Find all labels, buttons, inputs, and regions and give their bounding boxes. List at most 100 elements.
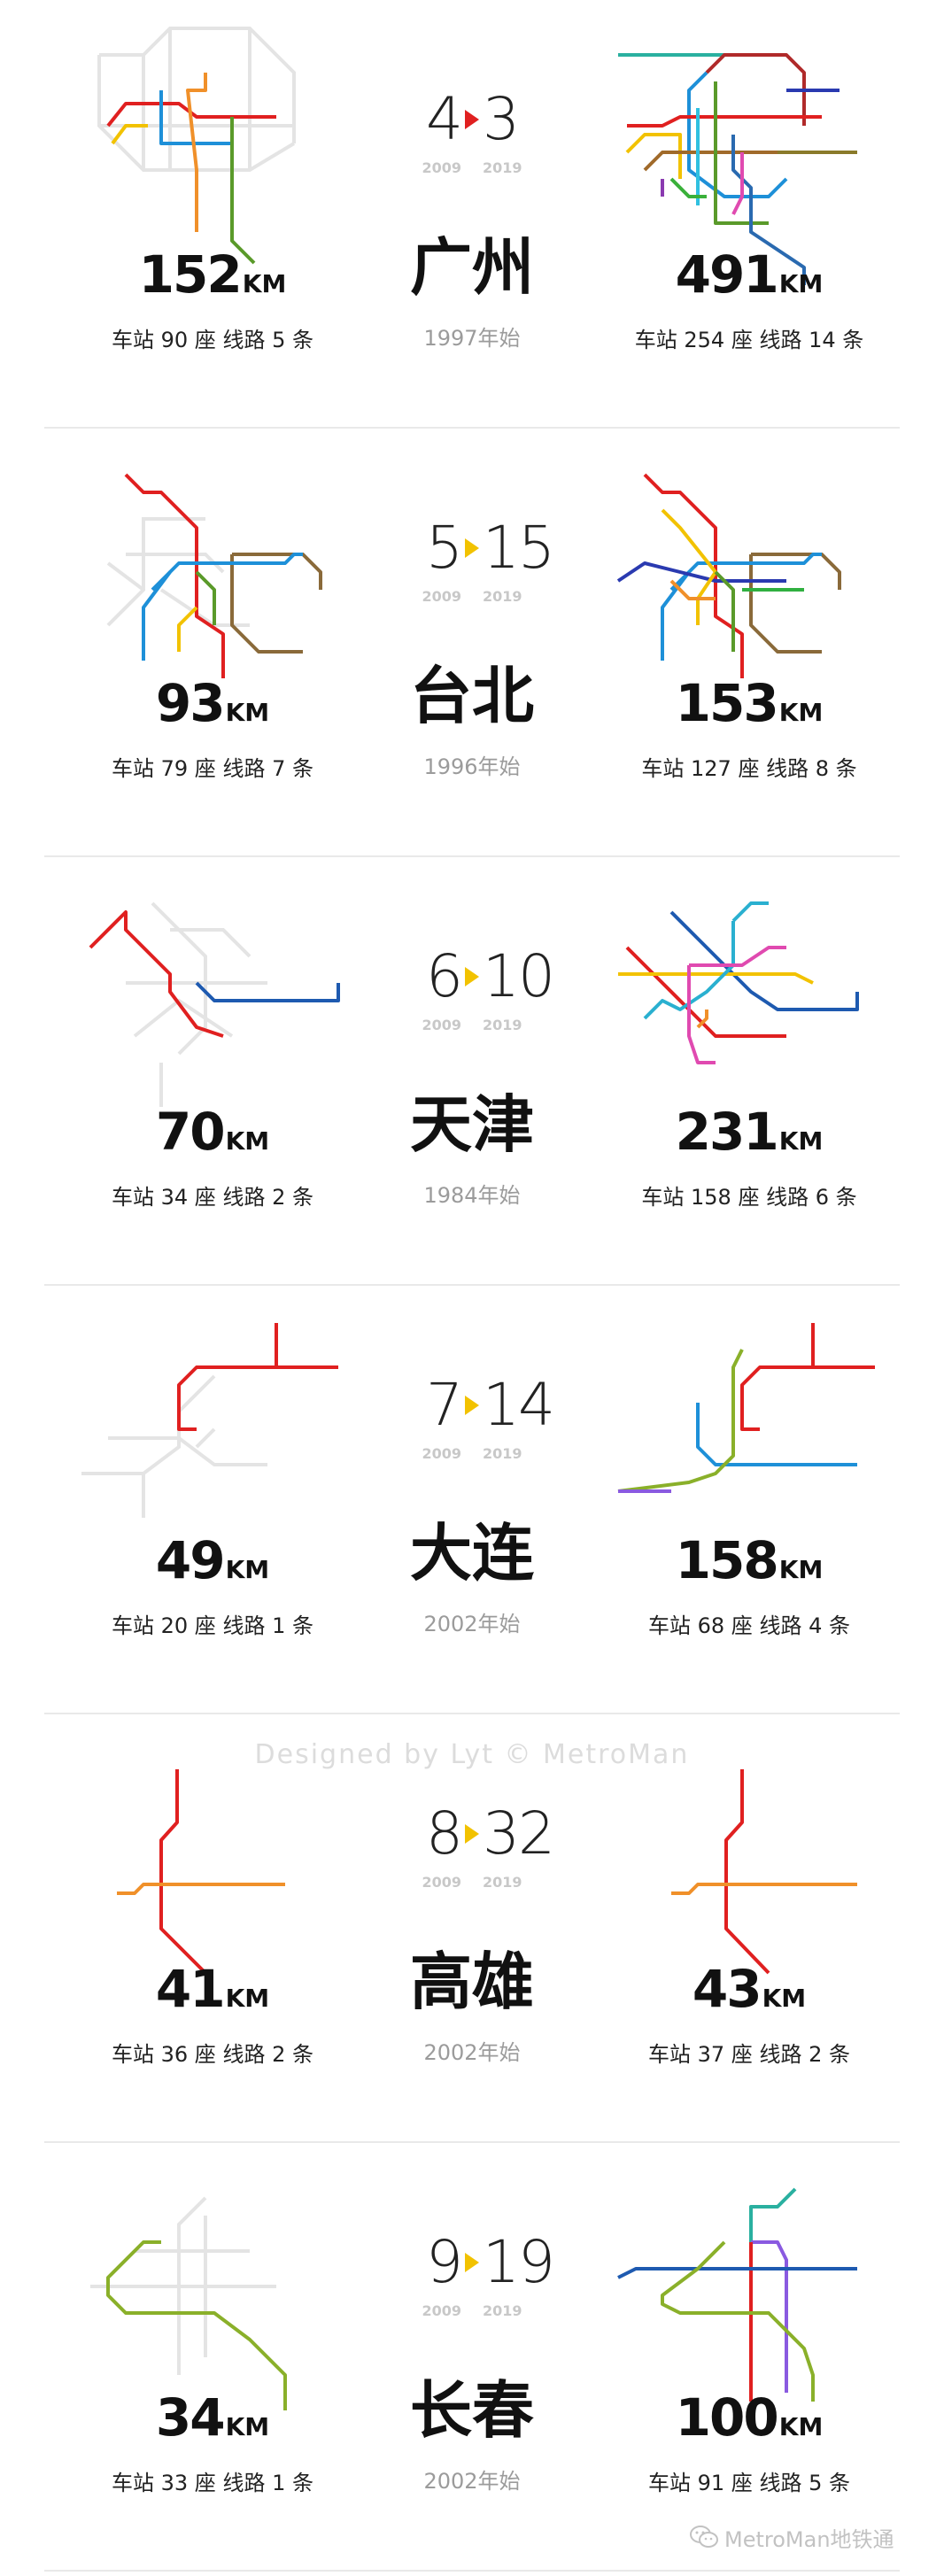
rank-change: 9 19 2009 2019	[383, 2228, 561, 2320]
year-2019-label: 2019	[483, 588, 522, 605]
length-2019: 153KM	[590, 673, 909, 733]
arrow-right-icon	[465, 1824, 479, 1844]
section-divider	[44, 2570, 900, 2572]
length-2019: 158KM	[590, 1530, 909, 1590]
rank-2019: 10	[483, 942, 555, 1010]
year-2009-label: 2009	[422, 1017, 461, 1033]
length-2009-value: 70	[155, 1102, 226, 1162]
rank-change: 6 10 2009 2019	[383, 942, 561, 1034]
stats-2019: 车站 37 座 线路 2 条	[648, 2042, 850, 2067]
city-name: 广州	[410, 231, 534, 304]
city-section-dalian: 7 14 2009 2019 大连 2002年始 49KM 车站 20 座 线路…	[0, 1286, 944, 1714]
opened-since: 2002年始	[423, 2040, 521, 2065]
opened-since: 1997年始	[423, 326, 521, 351]
city-name: 台北	[410, 660, 534, 732]
stats-2019: 车站 91 座 线路 5 条	[648, 2471, 850, 2495]
length-2019-value: 231	[675, 1102, 779, 1162]
rank-change: 7 14 2009 2019	[383, 1371, 561, 1463]
metro-map-2009	[90, 2196, 287, 2410]
stats-2009: 车站 36 座 线路 2 条	[112, 2042, 313, 2067]
metro-map-2019	[617, 1323, 875, 1493]
length-unit: KM	[225, 1555, 270, 1584]
year-2019-label: 2019	[483, 1017, 522, 1033]
stats-2009: 车站 20 座 线路 1 条	[112, 1613, 313, 1638]
length-2019-value: 100	[675, 2387, 779, 2448]
metro-map-2009	[106, 473, 322, 678]
section-divider	[44, 1713, 900, 1714]
length-2019: 43KM	[590, 1959, 909, 2019]
length-2009: 70KM	[53, 1102, 372, 1162]
arrow-right-icon	[465, 1396, 479, 1415]
length-2019-value: 43	[692, 1959, 762, 2019]
rank-2009: 6	[426, 942, 463, 1010]
city-section-changchun: 9 19 2009 2019 长春 2002年始 34KM 车站 33 座 线路…	[0, 2143, 944, 2572]
length-2019-value: 158	[675, 1530, 779, 1590]
stats-2009: 车站 34 座 线路 2 条	[112, 1185, 313, 1210]
length-2019: 491KM	[590, 244, 909, 305]
length-2009-value: 41	[155, 1959, 226, 2019]
length-2019: 231KM	[590, 1102, 909, 1162]
length-2009: 49KM	[53, 1530, 372, 1590]
section-divider	[44, 2141, 900, 2143]
length-2009-value: 34	[155, 2387, 226, 2448]
length-unit: KM	[242, 269, 287, 298]
stats-2019: 车站 68 座 线路 4 条	[648, 1613, 850, 1638]
city-name: 长春	[410, 2374, 534, 2447]
length-unit: KM	[225, 2412, 270, 2441]
rank-2019: 3	[483, 85, 520, 153]
metro-map-2009	[97, 27, 296, 265]
length-unit: KM	[225, 1984, 270, 2013]
length-unit: KM	[225, 698, 270, 727]
rank-2009: 7	[426, 1371, 463, 1439]
city-section-kaohsiung: 8 32 2009 2019 高雄 2002年始 41KM 车站 36 座 线路…	[0, 1714, 944, 2143]
rank-2009: 4	[426, 85, 463, 153]
stats-2009: 车站 79 座 线路 7 条	[112, 756, 313, 781]
length-unit: KM	[778, 2412, 824, 2441]
opened-since: 2002年始	[423, 2469, 521, 2494]
metro-map-2019	[618, 901, 859, 1064]
year-2019-label: 2019	[483, 2302, 522, 2319]
city-section-tianjin: 6 10 2009 2019 天津 1984年始 70KM 车站 34 座 线路…	[0, 857, 944, 1286]
stats-2019: 车站 254 座 线路 14 条	[634, 328, 864, 352]
length-2019: 100KM	[590, 2387, 909, 2448]
year-2019-label: 2019	[483, 1445, 522, 1462]
rank-2019: 14	[483, 1371, 555, 1439]
year-2009-label: 2009	[422, 588, 461, 605]
city-section-guangzhou: 4 3 2009 2019 广州 1997年始 152KM 车站 90 座 线路…	[0, 0, 944, 429]
length-2009: 93KM	[53, 673, 372, 733]
designer-watermark: Designed by Lyt © MetroMan	[254, 1739, 690, 1770]
year-2019-label: 2019	[483, 1874, 522, 1891]
opened-since: 1996年始	[423, 754, 521, 779]
length-2009: 34KM	[53, 2387, 372, 2448]
length-unit: KM	[778, 1126, 824, 1156]
length-2009: 41KM	[53, 1959, 372, 2019]
length-2009: 152KM	[53, 244, 372, 305]
section-divider	[44, 427, 900, 429]
year-2009-label: 2009	[422, 2302, 461, 2319]
city-name: 高雄	[410, 1946, 534, 2018]
rank-2009: 9	[426, 2228, 463, 2296]
length-unit: KM	[778, 269, 824, 298]
wechat-icon	[690, 2526, 718, 2548]
length-2009-value: 152	[138, 244, 243, 305]
rank-change: 8 32 2009 2019	[383, 1799, 561, 1891]
length-unit: KM	[225, 1126, 270, 1156]
wechat-watermark: MetroMan地铁通	[673, 2520, 939, 2556]
year-2019-label: 2019	[483, 159, 522, 176]
rank-2009: 8	[426, 1799, 463, 1868]
length-2019-value: 491	[675, 244, 779, 305]
length-unit: KM	[778, 1555, 824, 1584]
section-divider	[44, 855, 900, 857]
city-name: 大连	[410, 1517, 534, 1590]
stats-2009: 车站 90 座 线路 5 条	[112, 328, 313, 352]
rank-change: 4 3 2009 2019	[383, 85, 561, 177]
length-unit: KM	[762, 1984, 807, 2013]
rank-2009: 5	[426, 514, 463, 582]
arrow-right-icon	[465, 538, 479, 558]
metro-map-2009	[89, 901, 340, 1107]
opened-since: 1984年始	[423, 1183, 521, 1208]
opened-since: 2002年始	[423, 1612, 521, 1636]
year-2009-label: 2009	[422, 1874, 461, 1891]
year-2009-label: 2009	[422, 1445, 461, 1462]
metro-map-2019	[616, 473, 841, 678]
